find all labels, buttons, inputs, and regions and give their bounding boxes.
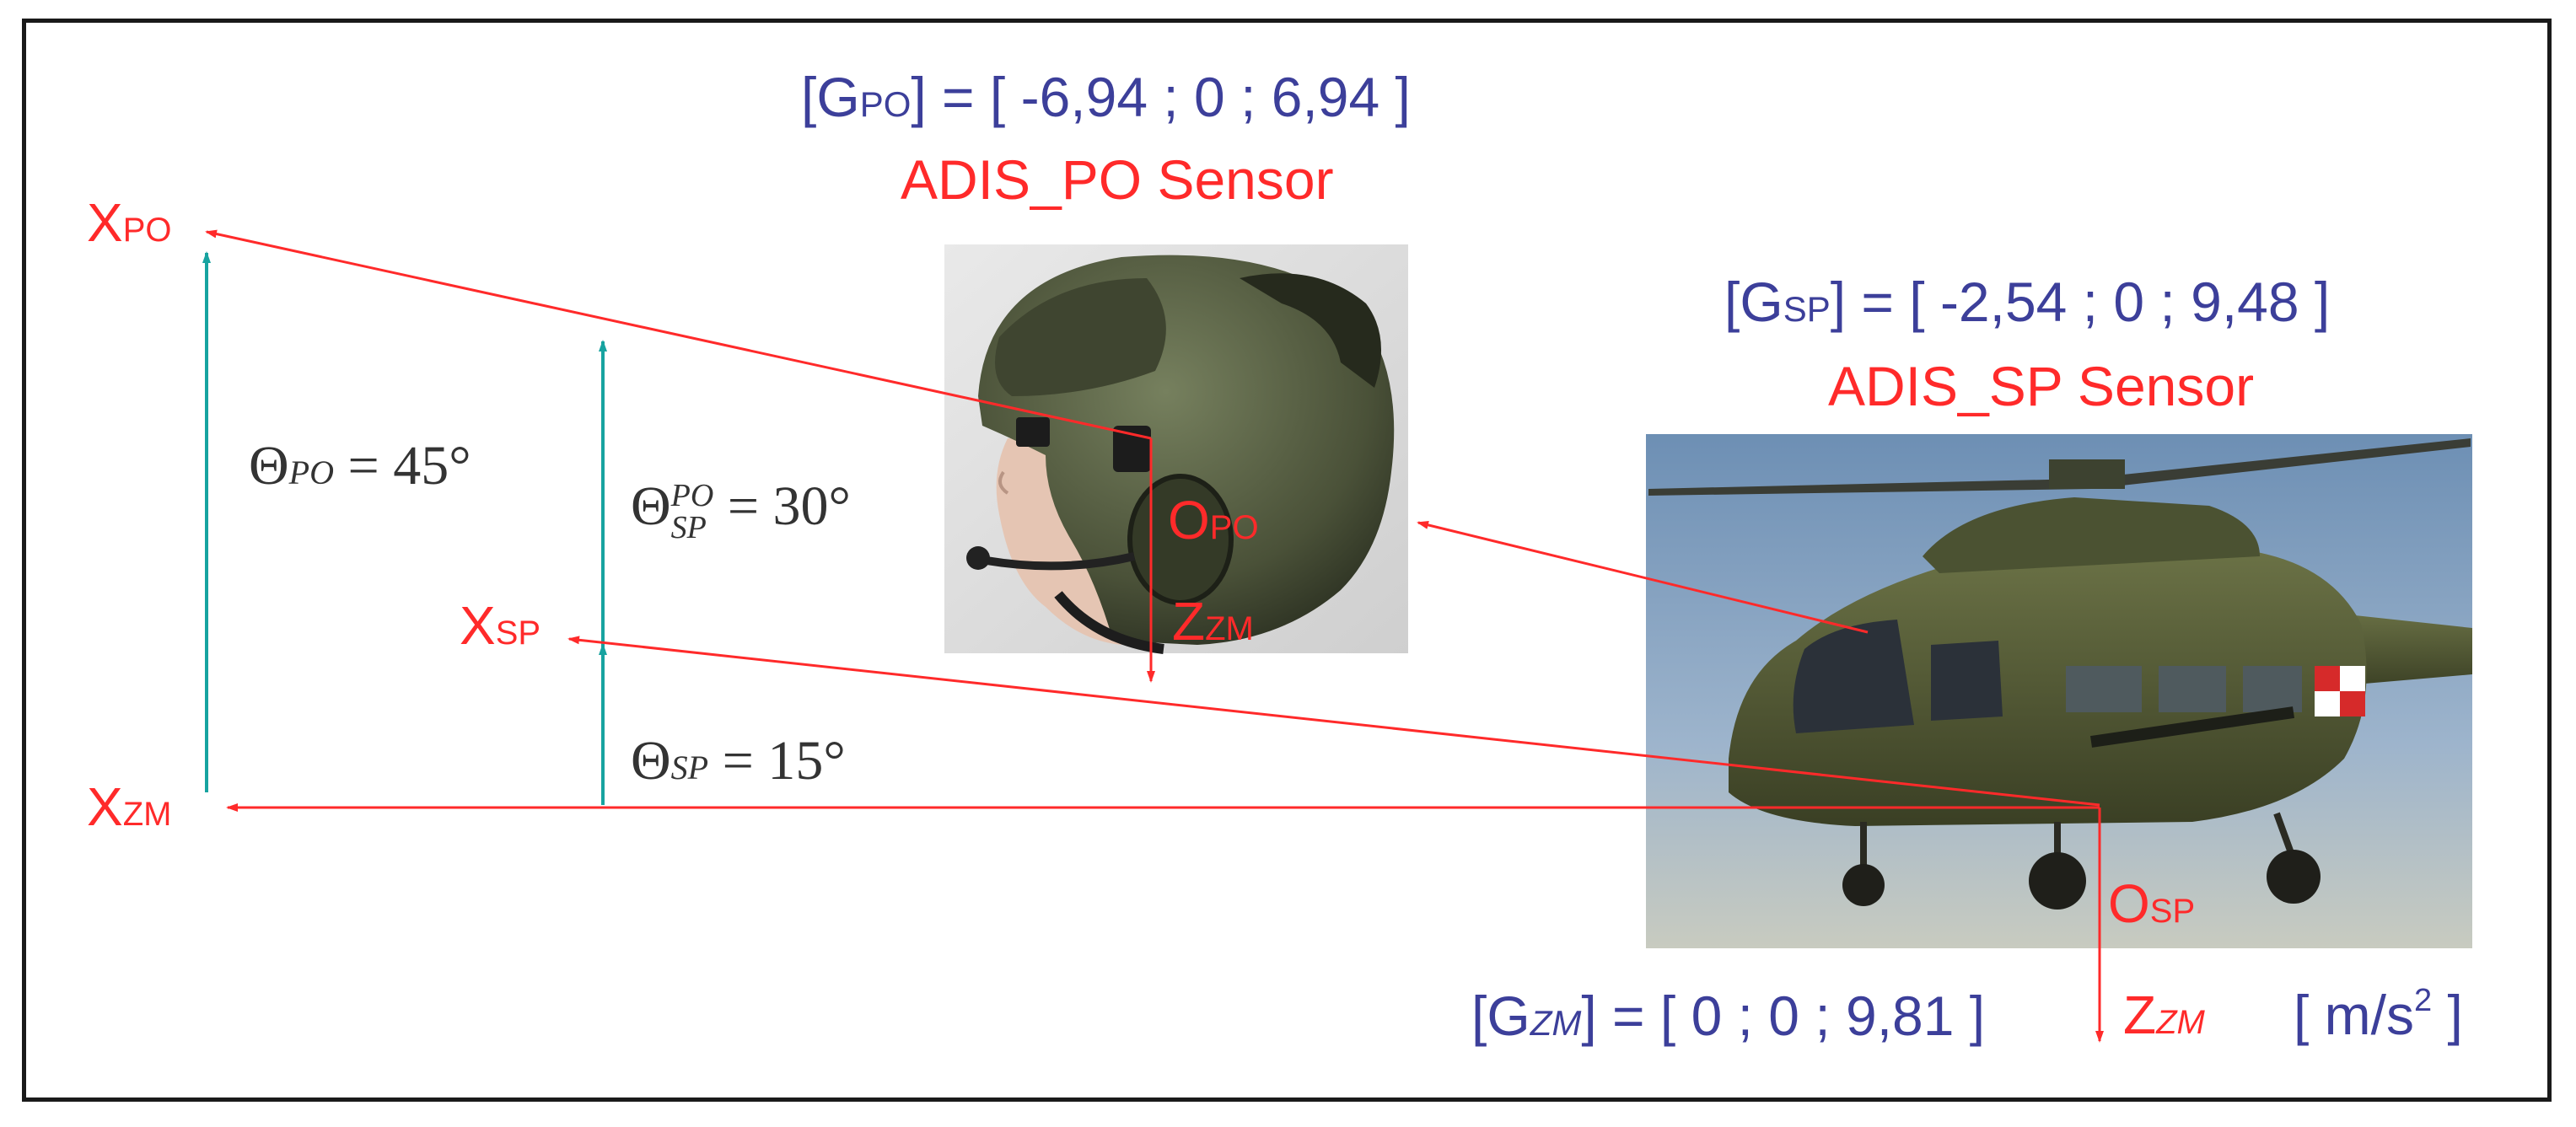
z-zm-sp-label: ZZM	[2123, 988, 2205, 1042]
g-po-values: ] = [ -6,94 ; 0 ; 6,94 ]	[911, 66, 1411, 128]
g-po-symbol: G	[816, 66, 860, 128]
g-zm-symbol: G	[1487, 985, 1530, 1047]
theta-sp-label: ΘSP = 15°	[631, 733, 846, 789]
unit-open: [ m/s	[2294, 984, 2414, 1046]
unit-exponent: 2	[2414, 983, 2433, 1018]
x-zm-main: X	[87, 776, 123, 837]
z-zm-po-label: ZZM	[1172, 594, 1254, 648]
z-zm-po-sub: ZM	[1205, 610, 1254, 647]
g-sp-values: ] = [ -2,54 ; 0 ; 9,48 ]	[1830, 271, 2331, 333]
g-zm-equation: [GZM] = [ 0 ; 0 ; 9,81 ]	[1471, 985, 1986, 1047]
x-sp-label: XSP	[460, 598, 540, 652]
theta-po-sub: PO	[288, 453, 334, 491]
theta-po-label: ΘPO = 45°	[249, 438, 471, 494]
theta-sp-sub: SP	[670, 749, 709, 786]
x-po-main: X	[87, 192, 123, 253]
x-sp-axis-arrow	[567, 636, 2100, 807]
g-zm-subscript: ZM	[1530, 1003, 1582, 1043]
helmet-photo	[944, 244, 1408, 654]
o-sp-sub: SP	[2149, 893, 2196, 930]
theta-sp-po-symbol: Θ	[631, 475, 671, 537]
unit-label: [ m/s2 ]	[2294, 985, 2463, 1043]
z-zm-sp-sub: ZM	[2156, 1004, 2205, 1041]
o-sp-main: O	[2108, 873, 2150, 934]
x-zm-label: XZM	[87, 780, 171, 834]
o-sp-label: OSP	[2108, 877, 2195, 931]
x-po-sub: PO	[122, 212, 172, 249]
adis-po-sensor-label: ADIS_PO Sensor	[901, 148, 1334, 211]
checker-insignia	[2315, 666, 2365, 716]
theta-po-symbol: Θ	[249, 435, 289, 496]
g-sp-symbol: G	[1740, 271, 1783, 333]
adis-sp-sensor-label: ADIS_SP Sensor	[1828, 355, 2255, 417]
x-po-label: XPO	[87, 196, 171, 250]
helicopter-photo	[1646, 434, 2472, 948]
o-po-label: OPO	[1168, 493, 1259, 547]
g-zm-values: ] = [ 0 ; 0 ; 9,81 ]	[1581, 985, 1986, 1047]
x-sp-main: X	[460, 595, 496, 656]
sensor-link-arrow	[1417, 520, 1869, 634]
theta-sp-symbol: Θ	[631, 730, 671, 792]
g-po-subscript: PO	[859, 84, 912, 124]
x-po-axis-arrow	[205, 229, 1152, 440]
g-sp-equation: [GSP] = [ -2,54 ; 0 ; 9,48 ]	[1724, 271, 2331, 333]
theta-sp-po-value: = 30°	[713, 475, 851, 537]
theta-sp-value: = 15°	[708, 730, 846, 792]
theta-sp-po-sub: SP	[670, 509, 707, 545]
g-sp-subscript: SP	[1783, 289, 1831, 329]
g-po-equation: [GPO] = [ -6,94 ; 0 ; 6,94 ]	[801, 66, 1411, 128]
theta-sp-po-sup: PO	[670, 477, 714, 513]
unit-close: ]	[2432, 984, 2463, 1046]
x-sp-sub: SP	[495, 614, 541, 652]
o-po-main: O	[1168, 490, 1210, 550]
z-zm-sp-main: Z	[2123, 985, 2157, 1045]
theta-po-value: = 45°	[334, 435, 471, 496]
z-zm-po-main: Z	[1172, 591, 1206, 652]
o-po-sub: PO	[1209, 509, 1259, 546]
x-zm-sub: ZM	[122, 796, 172, 833]
